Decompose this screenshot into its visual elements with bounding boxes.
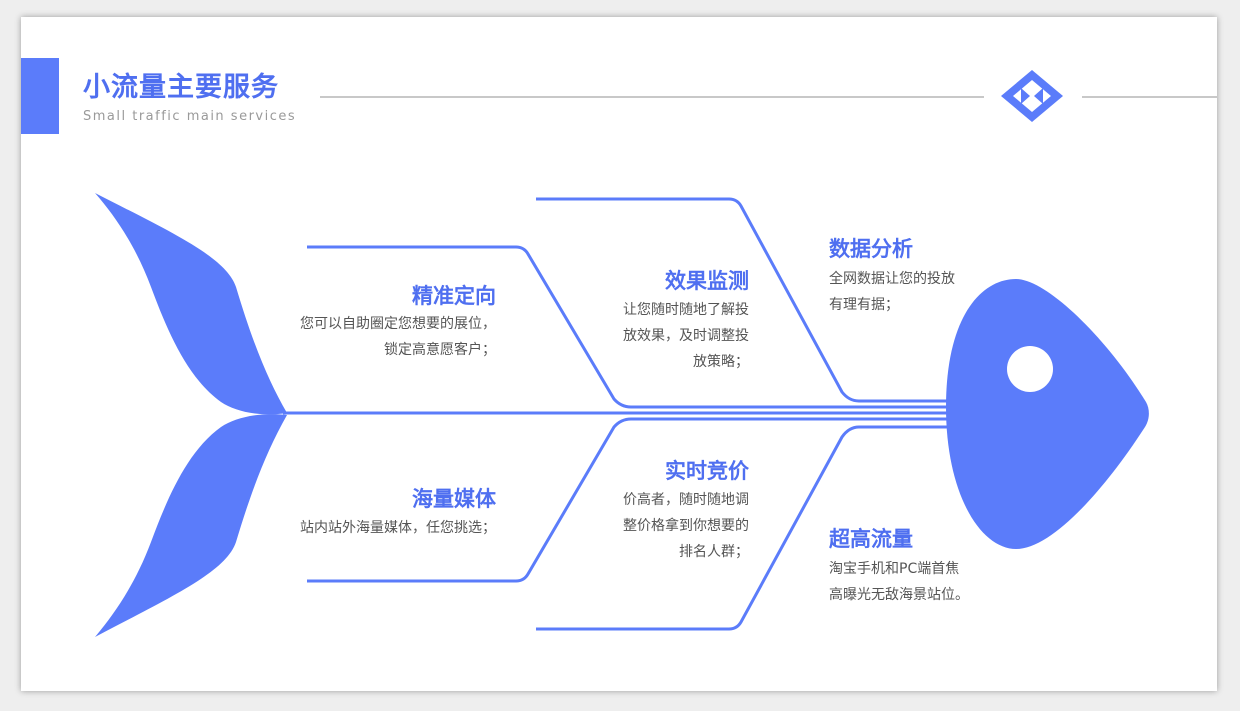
fish-tail-upper — [95, 193, 287, 415]
page-title: 小流量主要服务 — [83, 72, 279, 103]
header-divider-right — [1082, 96, 1217, 98]
branch-desc-high-traffic: 淘宝手机和PC端首焦 高曝光无敌海景站位。 — [829, 556, 969, 608]
desc-line: 有理有据； — [829, 297, 899, 313]
desc-line: 让您随时随地了解投 — [623, 302, 749, 318]
desc-line: 放策略； — [693, 354, 749, 370]
desc-line: 价高者，随时随地调 — [623, 492, 749, 508]
branch-title-effect-monitoring: 效果监测 — [665, 269, 749, 293]
desc-line: 排名人群； — [679, 544, 749, 560]
header-accent-bar — [21, 58, 59, 134]
desc-line: 高曝光无敌海景站位。 — [829, 587, 969, 603]
fish-tail-lower — [95, 414, 287, 637]
slide: 小流量主要服务 Small traffic main services 精准定向… — [21, 17, 1217, 691]
fishbone-diagram — [95, 193, 1149, 637]
branch-line-realtime-bidding — [536, 425, 947, 631]
branch-desc-precise-targeting: 您可以自助圈定您想要的展位， 锁定高意愿客户； — [241, 311, 496, 363]
desc-line: 放效果，及时调整投 — [623, 328, 749, 344]
branch-title-mass-media: 海量媒体 — [412, 487, 496, 511]
page-subtitle: Small traffic main services — [83, 109, 297, 124]
branch-title-high-traffic: 超高流量 — [829, 527, 913, 551]
branch-desc-data-analysis: 全网数据让您的投放 有理有据； — [829, 266, 955, 318]
branch-line-precise-targeting — [307, 245, 947, 409]
branch-title-realtime-bidding: 实时竞价 — [665, 459, 749, 483]
branch-title-data-analysis: 数据分析 — [829, 237, 913, 261]
desc-line: 淘宝手机和PC端首焦 — [829, 561, 960, 577]
desc-line: 锁定高意愿客户； — [384, 342, 496, 358]
fish-eye — [1007, 346, 1053, 392]
desc-line: 您可以自助圈定您想要的展位， — [300, 316, 496, 332]
branch-desc-effect-monitoring: 让您随时随地了解投 放效果，及时调整投 放策略； — [581, 297, 749, 375]
desc-line: 全网数据让您的投放 — [829, 271, 955, 287]
branch-title-precise-targeting: 精准定向 — [412, 284, 496, 308]
desc-line: 整价格拿到你想要的 — [623, 518, 749, 534]
header-divider-left — [320, 96, 984, 98]
diamond-logo-icon — [1001, 70, 1063, 122]
fish-head — [946, 279, 1149, 549]
branch-desc-realtime-bidding: 价高者，随时随地调 整价格拿到你想要的 排名人群； — [581, 487, 749, 565]
branch-line-effect-monitoring — [536, 197, 947, 403]
branch-line-mass-media — [307, 417, 947, 583]
desc-line: 站内站外海量媒体，任您挑选； — [300, 520, 496, 536]
branch-desc-mass-media: 站内站外海量媒体，任您挑选； — [241, 515, 496, 541]
